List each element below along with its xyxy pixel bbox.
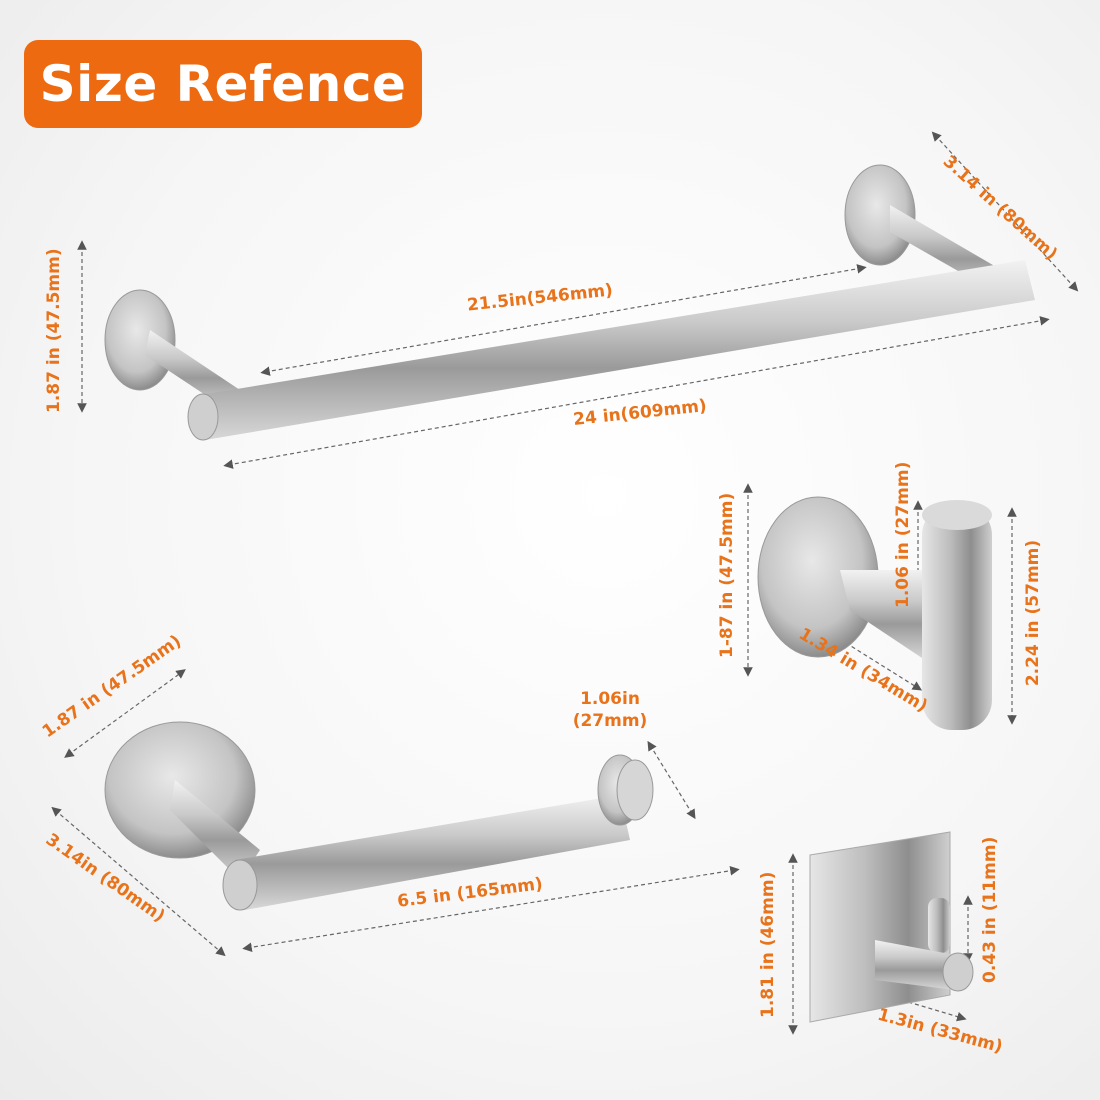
size-reference-banner: Size Refence bbox=[24, 40, 422, 128]
dimension-lines bbox=[51, 131, 1079, 1035]
paper-holder-end-label: 1.06in (27mm) bbox=[560, 688, 660, 732]
robe-hook-image bbox=[757, 496, 992, 730]
towel-bar-height-label: 1.87 in (47.5mm) bbox=[44, 248, 64, 413]
robe-hook-hook-height-label: 2.24 in (57mm) bbox=[1023, 539, 1043, 687]
adhesive-hook-image bbox=[809, 831, 974, 1023]
paper-holder-end-line1: 1.06in bbox=[580, 689, 640, 709]
paper-holder-end-line2: (27mm) bbox=[572, 711, 648, 731]
adhesive-hook-tip-label: 0.43 in (11mm) bbox=[980, 836, 1000, 983]
robe-hook-width-label: 1.06 in (27mm) bbox=[893, 461, 913, 608]
adhesive-hook-height-label: 1.81 in (46mm) bbox=[758, 871, 778, 1018]
towel-bar-image bbox=[104, 164, 1035, 441]
paper-holder-image bbox=[104, 721, 654, 911]
robe-hook-height-label: 1-87 in (47.5mm) bbox=[717, 492, 737, 658]
